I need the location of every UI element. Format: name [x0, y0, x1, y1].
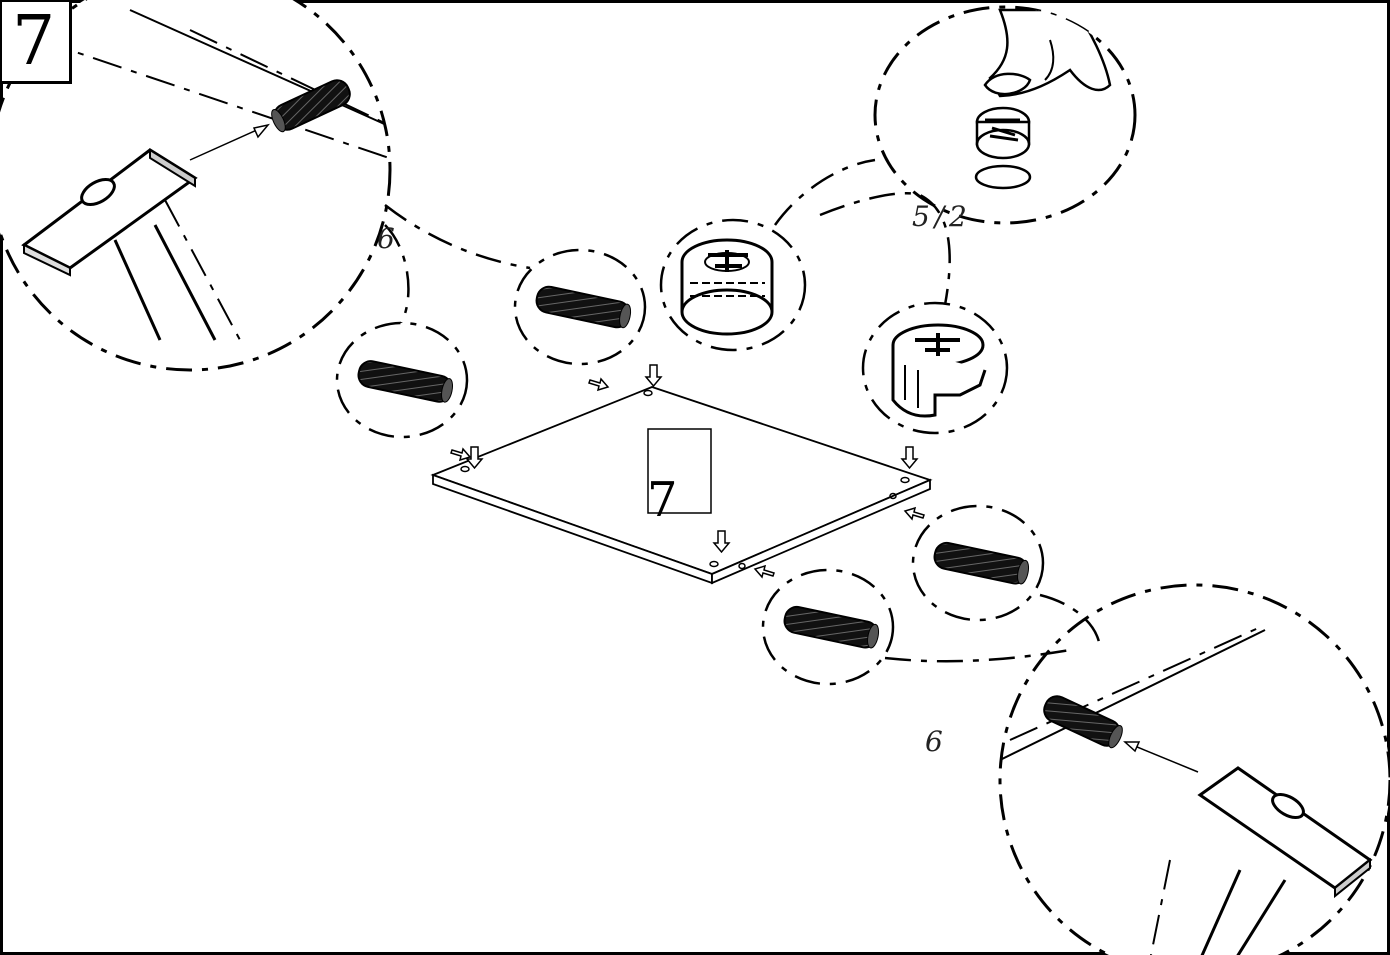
cam-lock-icon: [975, 106, 1031, 160]
dowel-quantity-bottom: 6: [925, 725, 943, 758]
step-number-box: 7: [2, 2, 72, 84]
dowel-icon: [357, 360, 454, 403]
finger-icon: [983, 8, 1112, 98]
detail-circle-bottom-right: [998, 583, 1390, 955]
detail-circle-top: [873, 5, 1137, 225]
detail-circle-top-left: [0, 0, 392, 372]
dowel-callout-left: [335, 321, 469, 439]
dowel-quantity-top: 6: [377, 222, 395, 255]
dowel-icon: [783, 605, 880, 649]
panel-board: [430, 386, 933, 585]
hammer-icon: [21, 148, 198, 277]
step-number: 7: [12, 2, 56, 81]
cam-quantity: 5 / 2: [912, 200, 967, 233]
hammer-icon: [1197, 766, 1373, 899]
dowel-icon: [1043, 695, 1123, 749]
callout-connectors: [384, 158, 1102, 663]
dowel-icon: [271, 79, 351, 133]
dowel-icon: [535, 285, 632, 329]
cam-callout-right: [861, 301, 1009, 435]
dowel-icon: [933, 541, 1030, 585]
cam-lock-icon: [680, 238, 774, 336]
arrow-icon: [450, 364, 925, 579]
panel-label: 7: [647, 472, 678, 528]
dowel-callout-right: [911, 504, 1045, 622]
dowel-callout-bottom: [761, 568, 895, 686]
cam-callout-left: [659, 218, 807, 352]
cam-lock-icon: [891, 323, 987, 418]
dowel-callout-mid: [513, 248, 647, 366]
